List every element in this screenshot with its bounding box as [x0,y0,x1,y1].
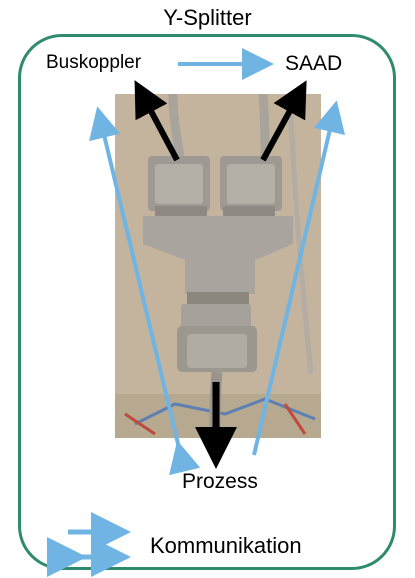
data-arrow-to-saad [260,80,307,162]
legend-label: Kommunikation [150,533,302,558]
node-buskoppler: Buskoppler [46,52,142,73]
comm-arrow-prozess-buskoppler [89,106,201,476]
node-saad: SAAD [285,52,343,75]
comm-arrow-prozess-saad [252,100,346,456]
diagram-title: Y-Splitter [163,5,252,30]
data-arrow-to-buskoppler [134,80,180,162]
node-prozess: Prozess [182,470,258,493]
